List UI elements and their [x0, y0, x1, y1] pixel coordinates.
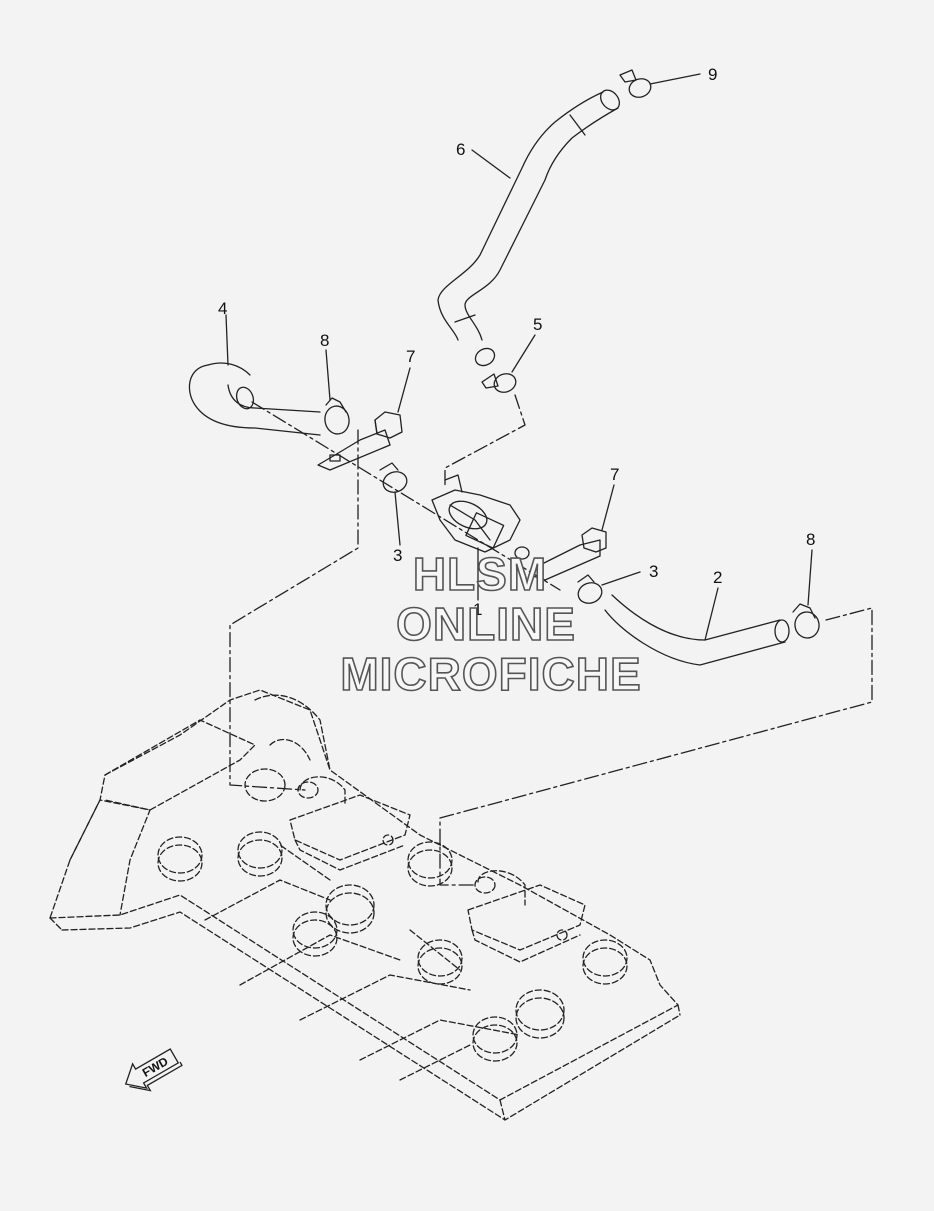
callout-3-left: 3 — [393, 546, 402, 565]
watermark-line-1: HLSM — [413, 548, 547, 600]
air-cut-valve — [431, 474, 530, 601]
callout-6: 6 — [456, 140, 465, 159]
clamp-3-right — [577, 571, 641, 604]
forward-arrow-icon: FWD — [124, 1048, 183, 1092]
bracket-7-right — [529, 484, 615, 581]
clamp-3-left — [379, 462, 408, 546]
watermark-line-2: ONLINE — [396, 598, 576, 650]
callout-8-right: 8 — [806, 530, 815, 549]
leader-6 — [471, 149, 511, 179]
connection-lines — [229, 394, 873, 886]
clamp-8-left — [324, 349, 350, 435]
cylinder-head-cover — [49, 689, 681, 1121]
callout-7-right: 7 — [610, 465, 619, 484]
callout-7-left: 7 — [406, 347, 415, 366]
callout-5: 5 — [533, 315, 542, 334]
callout-4: 4 — [218, 299, 227, 318]
callout-1: 1 — [473, 600, 482, 619]
clamp-9 — [619, 69, 701, 98]
watermark-line-3: MICROFICHE — [340, 648, 641, 700]
callout-3-right: 3 — [649, 562, 658, 581]
bracket-7-left — [317, 367, 411, 471]
hose-4 — [188, 314, 321, 436]
callout-2: 2 — [713, 568, 722, 587]
callout-9: 9 — [708, 65, 717, 84]
watermark: HLSM ONLINE MICROFICHE — [340, 547, 642, 701]
clamp-8-right — [792, 549, 820, 639]
hose-2 — [604, 587, 790, 666]
clamp-5 — [481, 334, 536, 393]
hose-6 — [437, 89, 621, 367]
callout-8-left: 8 — [320, 331, 329, 350]
